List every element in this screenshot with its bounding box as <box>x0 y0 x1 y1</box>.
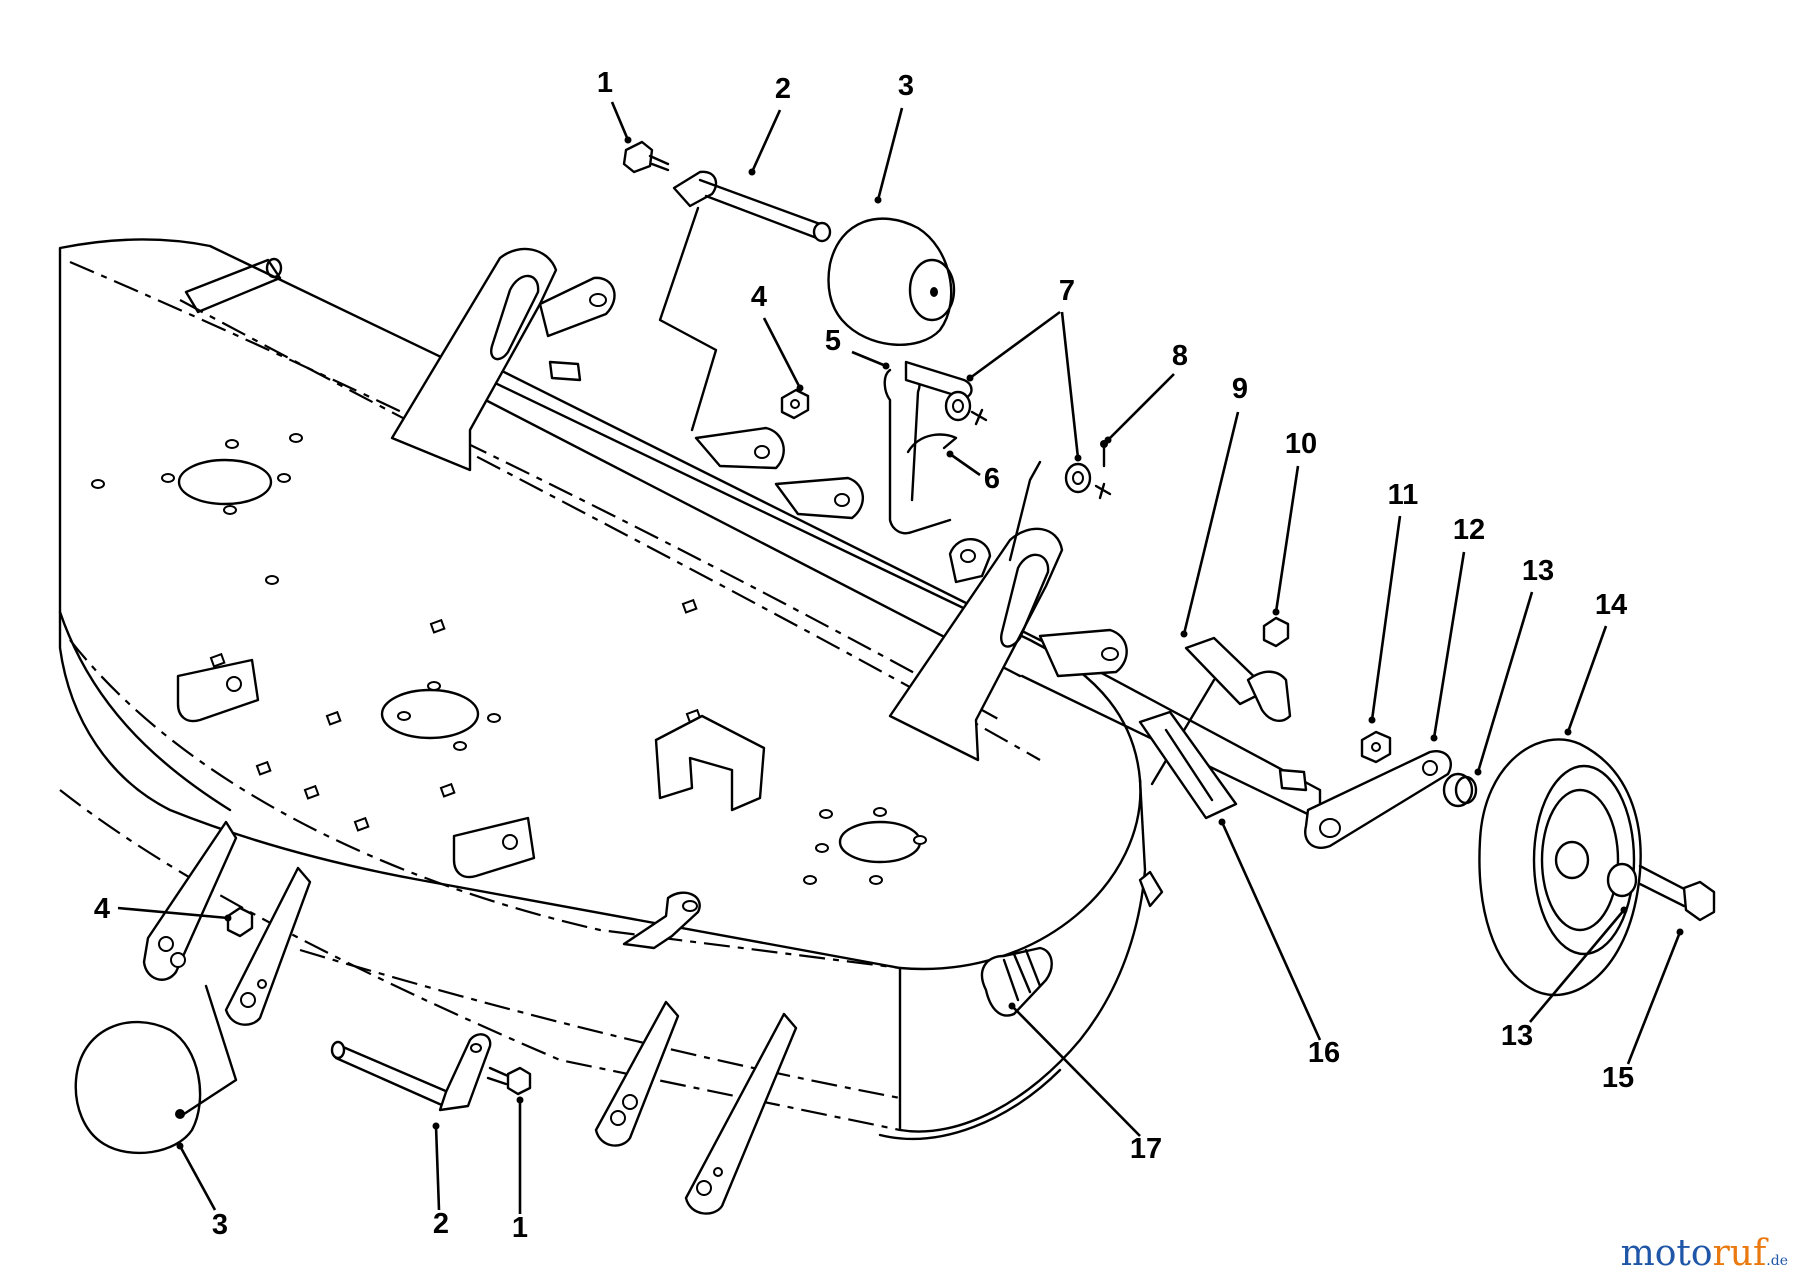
callout-leader-21 <box>178 1145 217 1211</box>
callout-leader-end-18 <box>1218 818 1226 826</box>
mower-deck <box>58 238 1322 1140</box>
callout-leader-end-8 <box>1074 454 1082 462</box>
callout-leader-end-7 <box>966 374 974 382</box>
callout-number-13: 12 <box>1453 514 1485 546</box>
callout-number-7: 7 <box>1059 275 1075 307</box>
callout-leader-end-16 <box>1620 906 1628 914</box>
callout-number-11: 10 <box>1285 428 1317 460</box>
axle-bolt <box>1638 864 1716 922</box>
roller-top <box>827 217 956 346</box>
callout-number-1: 1 <box>597 67 613 99</box>
deck-holes <box>91 433 927 885</box>
deck-brackets <box>176 658 766 950</box>
caster-bracket <box>1150 636 1292 786</box>
callout-leader-end-9 <box>1104 436 1112 444</box>
callout-leader-end-2 <box>748 168 756 176</box>
callout-leader-end-15 <box>1564 728 1572 736</box>
callout-number-4: 4 <box>751 281 767 313</box>
watermark-accent: ruf <box>1712 1233 1767 1274</box>
callout-leader-end-3 <box>874 196 882 204</box>
hitch-bracket-left <box>184 247 616 472</box>
callout-number-20: 4 <box>94 893 110 925</box>
callout-leader-5 <box>851 350 887 368</box>
pin-and-clip <box>883 360 1112 562</box>
watermark-brand: moto <box>1620 1233 1713 1274</box>
caster-arm <box>1304 750 1453 849</box>
callout-number-2: 2 <box>775 73 791 105</box>
callout-leader-end-23 <box>516 1096 524 1104</box>
callout-number-9: 8 <box>1172 340 1188 372</box>
nut-10 <box>1262 616 1290 648</box>
callout-leader-8 <box>1060 311 1080 459</box>
callout-leader-end-1 <box>624 136 632 144</box>
callout-number-12: 11 <box>1388 479 1419 511</box>
callout-number-10: 9 <box>1232 373 1248 405</box>
callout-leader-end-5 <box>882 362 890 370</box>
rail-tabs <box>548 360 1308 792</box>
front-brackets-left <box>142 820 312 1026</box>
roller-axle-left <box>330 1033 532 1112</box>
callout-leader-13 <box>1432 551 1466 739</box>
nut-left <box>226 906 254 938</box>
callout-leader-22 <box>434 1125 441 1211</box>
callout-number-18: 16 <box>1308 1037 1340 1069</box>
wear-plate <box>1138 710 1238 820</box>
callout-leader-end-22 <box>432 1122 440 1130</box>
callout-leader-3 <box>876 107 904 201</box>
callout-leader-15 <box>1566 625 1608 733</box>
callout-leader-1 <box>610 101 630 141</box>
callout-leader-14 <box>1476 591 1534 773</box>
callout-leader-19 <box>1011 1005 1141 1137</box>
callout-leader-end-14 <box>1474 768 1482 776</box>
watermark-tld: .de <box>1766 1253 1788 1269</box>
roller-axle-top <box>622 140 832 432</box>
callout-number-21: 3 <box>212 1209 228 1241</box>
roller-left <box>74 984 238 1155</box>
cotter-pin <box>1100 440 1108 468</box>
nut-top <box>780 388 810 420</box>
callout-leader-end-21 <box>176 1142 184 1150</box>
callout-leader-end-20 <box>224 914 232 922</box>
callout-leader-16 <box>1529 909 1625 1023</box>
callout-leader-12 <box>1370 515 1402 721</box>
callout-leader-7 <box>969 310 1061 380</box>
callout-leader-9 <box>1107 373 1175 441</box>
callout-leader-10 <box>1182 411 1240 635</box>
front-brackets-right <box>594 1000 798 1215</box>
callout-number-3: 3 <box>898 70 914 102</box>
callout-leader-end-17 <box>1676 928 1684 936</box>
callout-leader-11 <box>1274 465 1300 613</box>
callout-leader-18 <box>1220 821 1322 1041</box>
callout-number-19: 17 <box>1130 1133 1162 1165</box>
callout-leader-6 <box>949 452 981 477</box>
callout-number-5: 5 <box>825 325 841 357</box>
callout-number-23: 1 <box>512 1212 528 1244</box>
callout-number-6: 6 <box>984 463 1000 495</box>
watermark-logo: motoruf.de <box>1621 1233 1788 1274</box>
callout-leader-end-13 <box>1430 734 1438 742</box>
callout-leader-end-10 <box>1180 630 1188 638</box>
callout-leader-end-11 <box>1272 608 1280 616</box>
callout-leader-2 <box>750 109 782 173</box>
callout-leader-end-4 <box>796 384 804 392</box>
callout-leader-end-19 <box>1008 1002 1016 1010</box>
callout-number-16: 13 <box>1501 1020 1533 1052</box>
callout-leader-17 <box>1626 931 1682 1065</box>
callout-number-22: 2 <box>433 1208 449 1240</box>
callout-leader-4 <box>762 317 802 389</box>
callout-number-15: 14 <box>1595 589 1627 621</box>
callout-leader-20 <box>117 906 229 920</box>
callout-leader-end-6 <box>946 450 954 458</box>
hitch-bracket-right <box>888 527 1128 762</box>
bearing-spacer <box>1442 772 1478 808</box>
caster-wheel <box>1478 738 1642 997</box>
nut-11 <box>1360 730 1392 764</box>
callout-number-17: 15 <box>1602 1062 1634 1094</box>
callout-leader-end-12 <box>1368 716 1376 724</box>
height-adjust-knob <box>980 870 1164 1017</box>
callout-number-14: 13 <box>1522 555 1554 587</box>
